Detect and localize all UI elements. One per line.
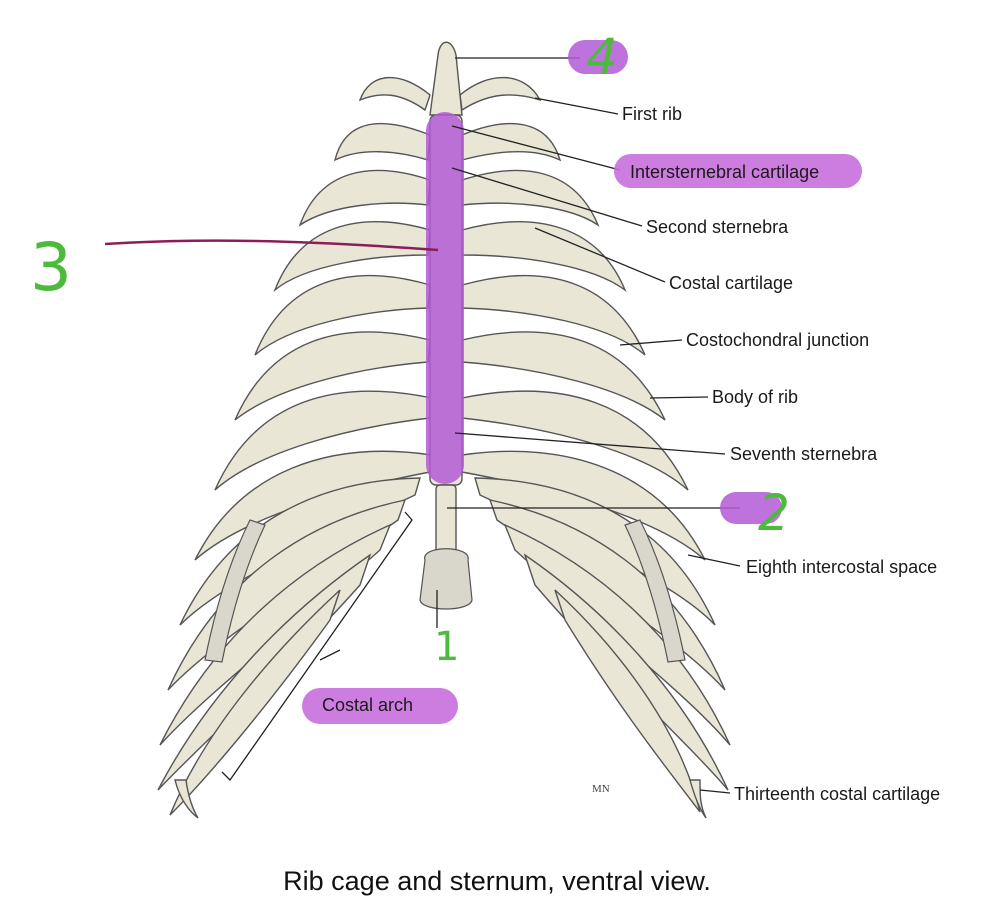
leader-intersternebral [451,125,621,171]
leader-second-sternebra [451,167,643,227]
left-rib-4 [273,221,431,293]
left-rib-1 [358,76,431,112]
sternum-highlight [426,112,464,484]
right-rib-13 [554,589,701,813]
label-eighth-intercostal-space: Eighth intercostal space [746,557,937,577]
manubrium [429,41,463,116]
figure-caption: Rib cage and sternum, ventral view. [283,866,711,896]
handwritten-number-4: 4 [586,28,618,86]
highlight-4 [568,40,628,74]
right-rib-4 [461,221,627,293]
label-costochondral-junction: Costochondral junction [686,330,869,350]
handwritten-number-1: 1 [434,624,459,670]
right-rib-3 [461,169,600,227]
handwritten-number-2: 2 [758,484,790,542]
right-ribs [459,76,731,813]
right-rib-6 [461,331,666,421]
label-first-rib: First rib [622,104,682,124]
label-seventh-sternebra: Seventh sternebra [730,444,878,464]
right-cartilage-band [624,519,686,663]
costal-arch-bracket [221,511,413,782]
pen-line-3 [104,239,439,252]
rib-cage-illustration [157,41,731,819]
left-rib-13 [169,589,341,816]
costal-cartilages [204,519,686,663]
right-rib-5 [461,274,646,356]
left-rib-3 [298,169,431,227]
left-rib-5 [254,274,431,356]
xiphoid-process [435,484,457,556]
highlight-2 [720,492,782,524]
leader-lines [436,57,741,794]
leader-body-of-rib [649,396,709,399]
right-rib-1 [459,76,542,112]
right-rib-7 [461,390,689,491]
label-thirteenth-costal-cartilage: Thirteenth costal cartilage [734,784,940,804]
label-body-of-rib: Body of rib [712,387,798,407]
costal-arch-leader [319,649,341,661]
leader-costochondral [619,339,683,346]
left-cartilage-band [204,519,266,663]
leader-first-rib [534,97,619,115]
left-rib-7 [214,390,433,491]
leader-eighth-intercostal [687,554,741,567]
labels: First rib Intersternebral cartilage Seco… [322,104,940,804]
label-intersternebral-cartilage: Intersternebral cartilage [630,162,819,182]
left-rib-6 [234,331,431,421]
leader-seventh-sternebra [454,432,726,455]
label-second-sternebra: Second sternebra [646,217,789,237]
highlighter-marks [302,40,862,724]
left-thirteenth-tip [174,779,199,819]
highlight-costal-arch [302,688,458,724]
highlight-intersternebral [614,154,862,188]
xiphoid-cartilage [419,548,473,610]
label-costal-cartilage: Costal cartilage [669,273,793,293]
left-rib-2 [333,123,431,162]
label-costal-arch: Costal arch [322,695,413,715]
leader-costal-cartilage [534,227,666,283]
left-ribs [157,76,433,816]
handwritten-number-3: 3 [30,229,72,306]
right-thirteenth-tip [689,779,707,819]
costal-arch-bracket-line [221,511,413,782]
artist-initials: MN [592,783,610,795]
handwritten-numbers: 4 3 2 1 [30,28,790,670]
leader-thirteenth [699,789,731,794]
